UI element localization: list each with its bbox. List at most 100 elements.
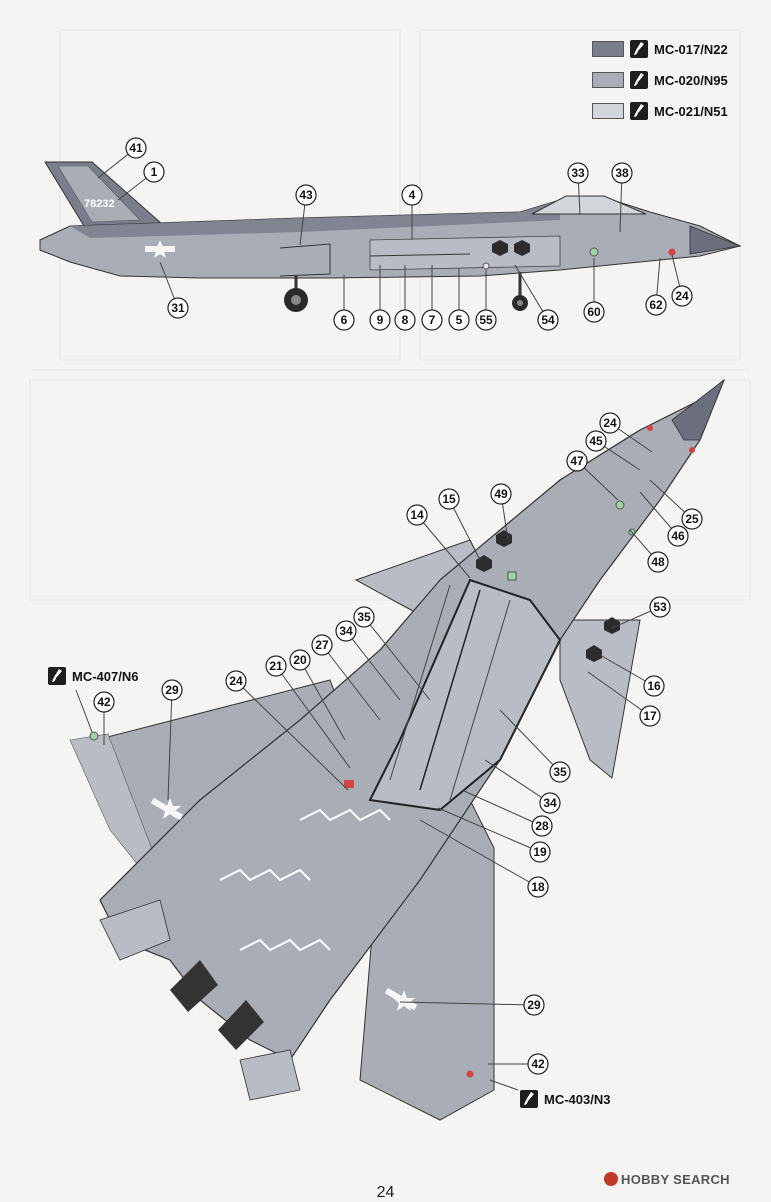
callout-circle [401,184,423,206]
callout-number: 42 [531,1057,545,1071]
callout-number: 29 [165,683,179,697]
side-roundel [145,240,175,258]
swatch-mc-020 [592,72,624,88]
callout-7: 7 [421,265,443,331]
callout-circle [394,309,416,331]
callout-24: 24 [671,254,693,307]
callout-38: 38 [611,162,633,233]
callout-number: 20 [293,653,307,667]
callout-circle [93,691,115,713]
callout-circle [549,761,571,783]
callout-43: 43 [295,184,317,246]
callout-number: 16 [647,679,661,693]
leader-line [167,689,173,801]
callout-number: 7 [429,313,436,327]
callout-number: 31 [171,301,185,315]
callout-number: 29 [527,998,541,1012]
callout-number: 24 [603,416,617,430]
paintbrush-icon [630,40,648,58]
callout-circle [167,297,189,319]
callout-circle [335,620,357,642]
callout-circle [490,483,512,505]
callout-21: 21 [265,655,351,769]
callout-number: 38 [615,166,629,180]
callout-47: 47 [566,450,619,501]
callout-circle [311,634,333,656]
callout-46: 46 [639,491,689,547]
callout-54: 54 [514,264,559,331]
callout-number: 14 [410,508,424,522]
leader-line [416,514,471,579]
callout-29: 29 [399,994,545,1016]
legend-row: MC-020/N95 [592,69,762,91]
callout-number: 4 [409,188,416,202]
callout-circle [125,137,147,159]
legend-code: MC-020/N95 [654,72,728,88]
callout-1: 1 [117,161,165,201]
callout-25: 25 [649,479,703,530]
leader-line [448,498,481,561]
hobby-search-logo-icon [604,1172,618,1186]
callout-circle [671,285,693,307]
callout-number: 41 [129,141,143,155]
weapon-bay [368,578,562,812]
callout-number: 6 [341,313,348,327]
callout-number: 60 [587,305,601,319]
callout-circle [353,606,375,628]
legend-code: MC-021/N51 [654,103,728,119]
callout-number: 34 [543,796,557,810]
callout-number: 49 [494,487,508,501]
callout-circle [161,679,183,701]
legend-row: MC-017/N22 [592,38,762,60]
callout-circle [567,162,589,184]
callout-number: 1 [151,165,158,179]
leader-line [235,680,349,791]
callout-circle [527,1053,549,1075]
callout-24: 24 [599,412,653,453]
callout-55: 55 [475,270,497,331]
callout-circle [645,294,667,316]
callout-35: 35 [499,709,571,783]
callout-number: 19 [533,845,547,859]
callout-49: 49 [490,483,512,541]
callout-circle [583,301,605,323]
left-nozzle [170,960,218,1012]
callout-number: 45 [589,434,603,448]
paintbrush-icon [630,71,648,89]
callout-42: 42 [93,691,115,745]
paint-legend: MC-017/N22 MC-020/N95 MC-021/N51 [592,38,762,131]
callout-number: 8 [402,313,409,327]
callout-27: 27 [311,634,381,721]
callout-number: 55 [479,313,493,327]
callout-circle [537,309,559,331]
callout-circle [265,655,287,677]
callout-number: 53 [653,600,667,614]
swatch-mc-021 [592,103,624,119]
paintbrush-icon [520,1090,538,1108]
callout-circle [225,670,247,692]
callout-circle [143,161,165,183]
callout-circle [289,649,311,671]
leader-line [514,264,549,321]
callout-24: 24 [225,670,349,791]
callout-circle [369,309,391,331]
canopy [531,195,647,215]
leader-line [299,659,346,741]
callout-circle [599,412,621,434]
callout-circle [649,596,671,618]
bottom-view [69,378,725,1121]
callout-31: 31 [159,261,189,319]
callout-circle [421,309,443,331]
leader-line [275,665,351,769]
callout-16: 16 [599,654,665,697]
leader-line [363,616,431,701]
leader-line [399,1001,535,1006]
paint-code: MC-403/N3 [544,1091,611,1107]
callout-34: 34 [484,759,561,814]
leader-line [437,807,541,853]
callout-number: 46 [671,529,685,543]
callout-48: 48 [629,529,669,573]
callout-number: 35 [357,610,371,624]
